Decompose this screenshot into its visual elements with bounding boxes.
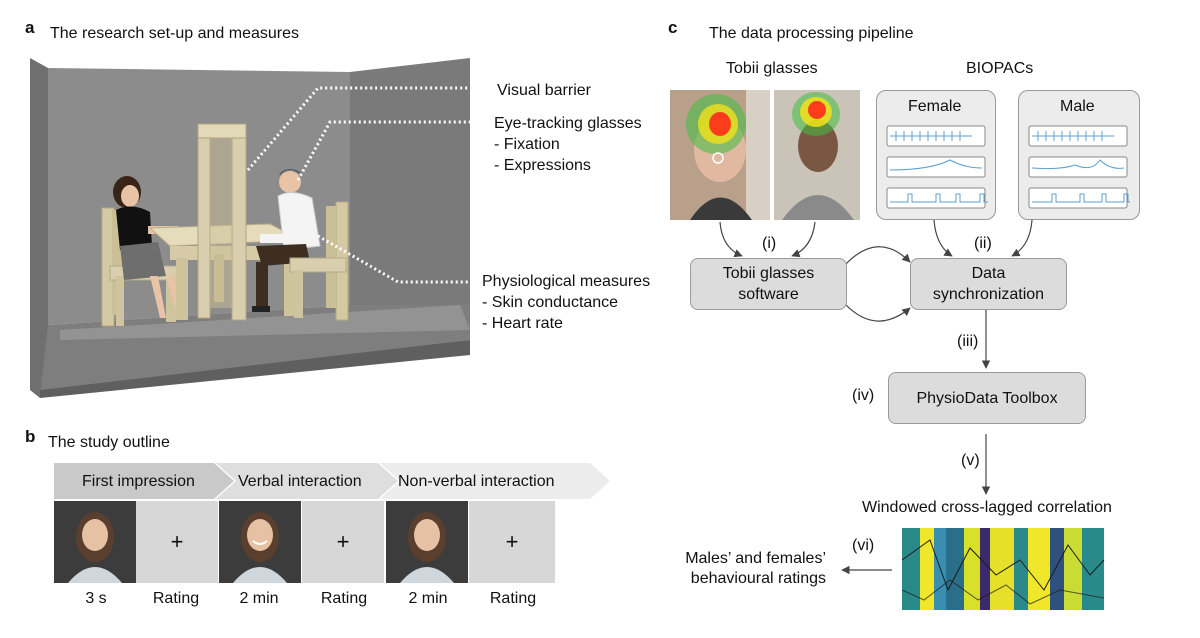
- step-vi: (vi): [852, 537, 875, 554]
- step-i: (i): [762, 235, 777, 252]
- visual-barrier: [197, 123, 247, 321]
- fixation-cross: +: [336, 529, 350, 554]
- annotation-heart-rate: - Heart rate: [482, 315, 563, 332]
- caption-3s: 3 s: [85, 590, 107, 607]
- tobii-software-line1: Tobii glasses: [722, 265, 815, 282]
- annotation-skin-conductance: - Skin conductance: [482, 294, 619, 311]
- right-chair: [289, 201, 349, 321]
- wclc-label: Windowed cross-lagged correlation: [862, 499, 1112, 516]
- annotation-eye-tracking: Eye-tracking glasses: [494, 115, 642, 132]
- caption-2min-1: 2 min: [239, 590, 279, 607]
- face-photo-2: [219, 501, 301, 583]
- phase-verbal: Verbal interaction: [238, 473, 362, 490]
- biopac-male-label: Male: [1060, 98, 1095, 115]
- tobii-software-line2: software: [738, 286, 799, 303]
- leader-physio: [317, 234, 476, 284]
- step-v: (v): [961, 452, 980, 469]
- room-left-edge: [30, 58, 48, 398]
- phase-nonverbal: Non-verbal interaction: [398, 473, 555, 490]
- ratings-line1: Males’ and females’: [685, 550, 826, 567]
- panel-b-label: b: [25, 427, 36, 446]
- panel-c-title: The data processing pipeline: [709, 25, 914, 42]
- room-floor-strip: [60, 305, 470, 340]
- tobii-heading: Tobii glasses: [726, 60, 818, 77]
- annotation-physiological: Physiological measures: [482, 273, 651, 290]
- physiodata-toolbox-box: PhysioData Toolbox: [888, 372, 1086, 424]
- rating-tile-2: +: [302, 501, 384, 583]
- tobii-software-box: Tobii glasses software: [690, 258, 847, 310]
- phase-first-impression: First impression: [82, 473, 195, 490]
- biopac-heading: BIOPACs: [966, 60, 1034, 77]
- data-sync-line1: Data: [971, 265, 1006, 282]
- room-right-wall: [350, 58, 470, 305]
- face-photo-3: [386, 501, 468, 583]
- caption-2min-2: 2 min: [408, 590, 448, 607]
- fixation-cross: +: [170, 529, 184, 554]
- panel-a-title: The research set-up and measures: [50, 25, 300, 42]
- fixation-cross: +: [505, 529, 519, 554]
- caption-rating-1: Rating: [152, 590, 200, 607]
- data-sync-line2: synchronization: [932, 286, 1045, 303]
- tobii-male-photo: [774, 90, 860, 220]
- ratings-line2: behavioural ratings: [690, 570, 826, 587]
- tobii-female-photo: [670, 90, 770, 220]
- annotation-expressions: - Expressions: [494, 157, 591, 174]
- rating-tile-1: +: [136, 501, 218, 583]
- caption-rating-2: Rating: [320, 590, 368, 607]
- face-photo-1: [54, 501, 136, 583]
- annotation-visual-barrier: Visual barrier: [497, 82, 591, 99]
- data-sync-box: Data synchronization: [910, 258, 1067, 310]
- step-iv: (iv): [852, 387, 875, 404]
- rating-tile-3: +: [469, 501, 555, 583]
- room-floor-edge: [40, 340, 470, 398]
- leader-barrier: [246, 86, 480, 171]
- step-ii: (ii): [974, 235, 992, 252]
- caption-rating-3: Rating: [489, 590, 537, 607]
- panel-c-label: c: [668, 18, 678, 37]
- step-iii: (iii): [957, 333, 979, 350]
- panel-a-label: a: [25, 18, 35, 37]
- annotation-fixation: - Fixation: [494, 136, 560, 153]
- panel-b-title: The study outline: [48, 434, 170, 451]
- physiodata-toolbox-label: PhysioData Toolbox: [916, 389, 1058, 407]
- biopac-female-label: Female: [908, 98, 962, 115]
- leader-glasses: [296, 120, 480, 181]
